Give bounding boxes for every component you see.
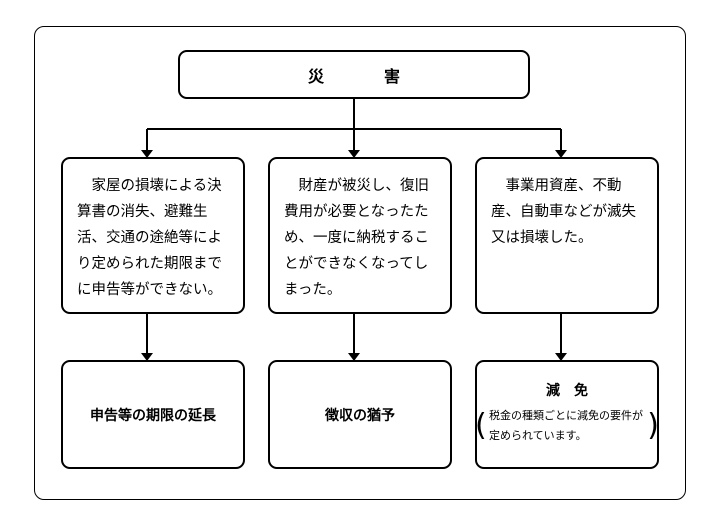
arrowhead-5 — [348, 353, 360, 361]
disaster-title: 災 害 — [307, 66, 422, 86]
cause-box-payment: 財産が被災し、復旧費用が必要となったため、一度に納税することができなくなってしま… — [268, 157, 452, 314]
cause-box-filing: 家屋の損壊による決算書の消失、避難生活、交通の途絶等により定められた期限までに申… — [61, 157, 245, 314]
cause-text: 家屋の損壊による決算書の消失、避難生活、交通の途絶等により定められた期限までに申… — [77, 178, 222, 298]
cause-box-property-loss: 事業用資産、不動産、自動車などが滅失又は損壊した。 — [475, 157, 659, 314]
result-box-postponement: 徴収の猶予 — [268, 360, 452, 469]
arrowhead-3 — [555, 150, 567, 158]
result-title: 減免 — [546, 383, 602, 399]
arrowhead-1 — [141, 150, 153, 158]
cause-text: 財産が被災し、復旧費用が必要となったため、一度に納税することができなくなってしま… — [284, 178, 429, 298]
result-box-extension: 申告等の期限の延長 — [61, 360, 245, 469]
cause-text: 事業用資産、不動産、自動車などが滅失又は損壊した。 — [491, 178, 636, 246]
left-paren: ( — [475, 408, 487, 443]
reduction-note: ( 税金の種類ごとに減免の要件が定められています。 ) — [475, 406, 659, 446]
result-box-reduction: 減免 ( 税金の種類ごとに減免の要件が定められています。 ) — [475, 360, 659, 469]
result-title: 申告等の期限の延長 — [90, 407, 216, 424]
arrowhead-4 — [141, 353, 153, 361]
arrowhead-2 — [348, 150, 360, 158]
reduction-note-text: 税金の種類ごとに減免の要件が定められています。 — [489, 409, 643, 442]
result-title: 徴収の猶予 — [325, 407, 395, 424]
right-paren: ) — [647, 408, 659, 443]
disaster-box: 災 害 — [178, 50, 530, 99]
diagram-frame — [34, 26, 686, 500]
arrowhead-6 — [555, 353, 567, 361]
